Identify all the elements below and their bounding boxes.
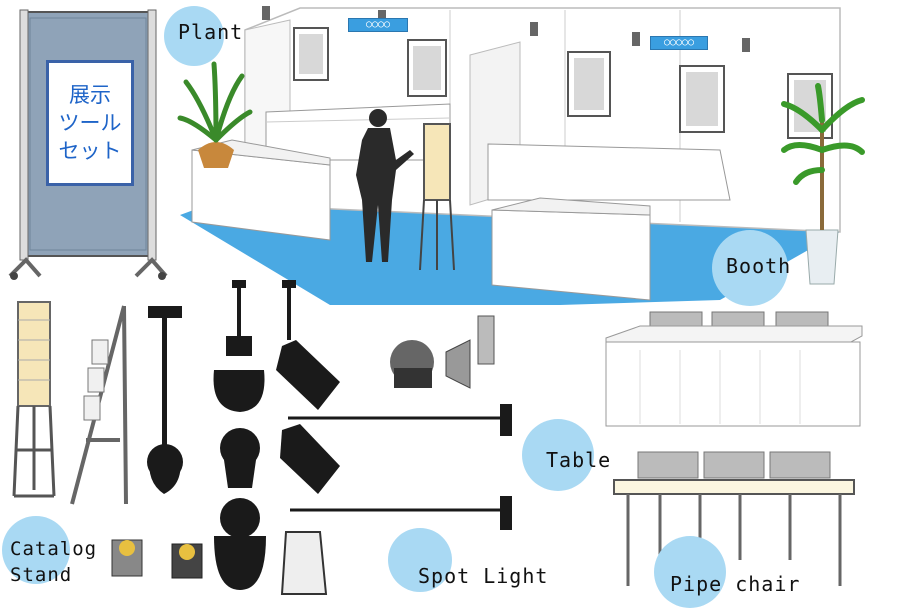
person-silhouette-icon <box>356 109 414 262</box>
table-icon <box>605 311 863 427</box>
label-pipe-chair: Pipe chair <box>670 572 801 596</box>
pipe-chair-icon <box>613 451 855 586</box>
booth-sign-1: ○○○○ <box>348 18 408 32</box>
booth-sign-2: ○○○○○ <box>650 36 708 50</box>
panel-sign-line1: 展示 <box>69 82 111 107</box>
booth-icon <box>180 6 841 305</box>
panel-sign: 展示 ツール セット <box>46 60 134 186</box>
label-bubbles <box>2 6 788 608</box>
label-catalog-stand-line1: Catalog <box>10 538 98 560</box>
catalog-stand-icon <box>70 305 128 505</box>
label-catalog-stand-line2: Stand <box>10 564 73 586</box>
pendant-light-icon <box>147 280 266 590</box>
spotlight-icon <box>111 315 495 595</box>
label-table: Table <box>546 448 612 472</box>
panel-sign-line3: セット <box>58 139 122 164</box>
plant-icon <box>781 83 865 285</box>
spotlight-icon <box>276 280 512 530</box>
plant-icon <box>177 61 253 168</box>
label-booth: Booth <box>726 254 792 278</box>
label-plant: Plant <box>178 20 244 44</box>
panel-sign-line2: ツール <box>58 110 122 135</box>
catalog-stand-icon <box>12 301 56 498</box>
label-spot-light: Spot Light <box>418 564 549 588</box>
